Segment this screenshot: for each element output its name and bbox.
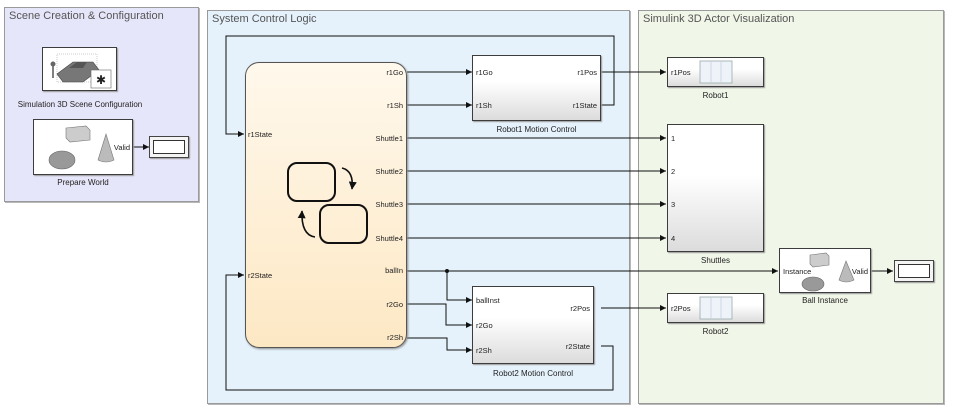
car-scene-gear-icon: ✱ — [50, 53, 112, 89]
svg-text:✱: ✱ — [96, 73, 106, 87]
actor-panel-icon — [699, 60, 733, 84]
ball-instance-label: Ball Instance — [802, 296, 848, 305]
prepare-world-block[interactable]: Valid — [33, 119, 133, 175]
branch-point — [445, 269, 449, 273]
port-r2go: r2Go — [476, 321, 493, 330]
robot1-motion-control-label: Robot1 Motion Control — [496, 125, 577, 134]
display-block-ball-valid[interactable] — [894, 260, 934, 282]
port-valid: Valid — [113, 143, 130, 152]
robot1-motion-control-block[interactable]: r1Go r1Sh r1Pos r1State — [472, 55, 601, 121]
scene-config-block[interactable]: ✱ — [42, 47, 117, 91]
port-shuttle-2: 2 — [671, 167, 676, 176]
chart-out-shuttle1: Shuttle1 — [375, 134, 403, 143]
wire-r2go — [407, 303, 472, 328]
chart-out-r2sh: r2Sh — [387, 333, 403, 342]
port-valid-out: Valid — [851, 267, 868, 276]
robot2-motion-control-block[interactable]: ballInst r2Go r2Sh r2Pos r2State — [472, 286, 594, 364]
scene-config-label: Simulation 3D Scene Configuration — [17, 100, 143, 109]
shuttles-block[interactable]: 1 2 3 4 — [667, 124, 764, 252]
stateflow-chart[interactable]: r1State r2State r1Go r1Sh Shuttle1 Shutt… — [245, 62, 407, 348]
port-shuttle-1: 1 — [671, 134, 676, 143]
3d-shapes-icon — [48, 125, 115, 170]
port-r2sh: r2Sh — [476, 346, 492, 355]
ball-instance-block[interactable]: Instance Valid — [779, 248, 871, 293]
area-title: Simulink 3D Actor Visualization — [643, 13, 795, 25]
robot1-label: Robot1 — [702, 91, 729, 100]
chart-out-r2go: r2Go — [386, 300, 403, 309]
port-r1pos-in: r1Pos — [671, 68, 691, 77]
shuttles-label: Shuttles — [701, 256, 730, 265]
port-r1state: r1State — [572, 101, 597, 110]
chart-in-r1state: r1State — [248, 130, 273, 139]
area-title: Scene Creation & Configuration — [9, 10, 164, 22]
actor-panel-icon — [699, 296, 733, 320]
robot2-motion-control-label: Robot2 Motion Control — [492, 369, 574, 378]
area-title: System Control Logic — [212, 13, 317, 25]
chart-in-r2state: r2State — [248, 271, 273, 280]
robot2-label: Robot2 — [702, 327, 729, 336]
port-shuttle-4: 4 — [671, 234, 676, 243]
port-r2pos: r2Pos — [570, 304, 590, 313]
wire-ballinst — [446, 271, 472, 303]
port-r1sh: r1Sh — [476, 101, 492, 110]
port-ballinst: ballInst — [476, 296, 500, 305]
robot2-block[interactable]: r2Pos — [667, 293, 764, 323]
3d-shapes-icon — [801, 252, 855, 292]
chart-out-r1sh: r1Sh — [387, 101, 403, 110]
stateflow-chart-icon — [287, 162, 368, 244]
wire-r2sh — [407, 337, 472, 353]
port-r2pos-in: r2Pos — [671, 304, 691, 313]
chart-out-shuttle3: Shuttle3 — [375, 200, 403, 209]
port-r2state: r2State — [565, 342, 590, 351]
port-instance: Instance — [783, 267, 812, 276]
chart-out-r1go: r1Go — [386, 68, 403, 77]
port-r1pos: r1Pos — [577, 68, 597, 77]
wire-r2state-feedback — [225, 272, 614, 391]
prepare-world-label: Prepare World — [57, 178, 109, 187]
chart-out-shuttle2: Shuttle2 — [375, 167, 403, 176]
chart-out-shuttle4: Shuttle4 — [375, 234, 403, 243]
display-block-valid[interactable] — [149, 136, 189, 158]
port-r1go: r1Go — [476, 68, 493, 77]
port-shuttle-3: 3 — [671, 200, 676, 209]
wire-r1state-feedback — [225, 35, 615, 137]
chart-out-ballin: ballIn — [385, 266, 403, 275]
robot1-block[interactable]: r1Pos — [667, 57, 764, 87]
